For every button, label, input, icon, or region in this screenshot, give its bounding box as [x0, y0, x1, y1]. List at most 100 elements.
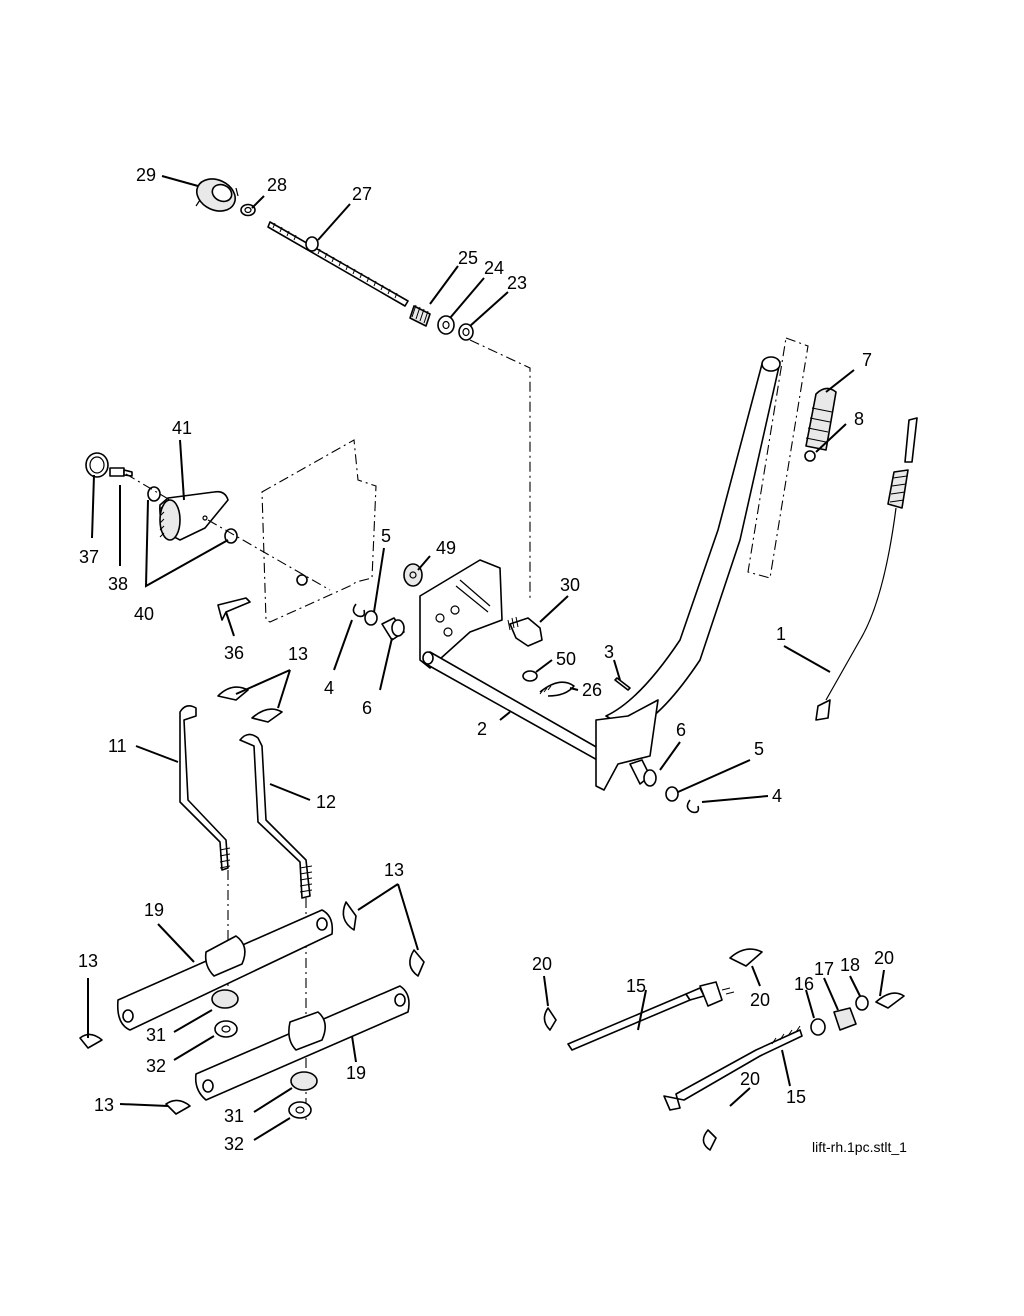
callout-13-top: 13	[288, 644, 308, 664]
callout-15-lower: 15	[786, 1087, 806, 1107]
part-18-nut	[855, 995, 869, 1011]
part-30-swivel	[507, 616, 543, 647]
part-13-clip-right-lower	[409, 949, 425, 977]
callout-4-right: 4	[772, 786, 782, 806]
callout-19-lower: 19	[346, 1063, 366, 1083]
part-32-nut-upper	[214, 1020, 238, 1038]
part-1-cable	[815, 417, 918, 721]
part-20-clip-lower	[702, 1129, 717, 1151]
part-20-clip-upper-mid	[729, 948, 763, 967]
part-19-link-lower	[194, 985, 410, 1101]
callout-2: 2	[477, 719, 487, 739]
callout-6-left: 6	[362, 698, 372, 718]
callout-20-right: 20	[874, 948, 894, 968]
callout-18: 18	[840, 955, 860, 975]
callout-25: 25	[458, 248, 478, 268]
part-5-washer-left	[364, 610, 378, 626]
callout-38: 38	[108, 574, 128, 594]
callout-4-left: 4	[324, 678, 334, 698]
part-lift-lever	[595, 356, 781, 791]
callout-32-upper: 32	[146, 1056, 166, 1076]
part-23-nut	[458, 323, 474, 341]
callout-27: 27	[352, 184, 372, 204]
callout-11: 11	[108, 736, 127, 756]
part-19-link-upper	[116, 909, 334, 1031]
part-31-bushing-upper	[211, 989, 239, 1009]
part-40-washer-upper	[147, 486, 161, 502]
callout-7: 7	[862, 350, 872, 370]
callout-29: 29	[136, 165, 156, 185]
part-20-clip-upper-left	[543, 1007, 557, 1031]
part-27-threaded-rod	[267, 221, 409, 307]
part-13-clip-right	[342, 901, 357, 931]
part-16-nut	[810, 1018, 826, 1036]
callout-24: 24	[484, 258, 504, 278]
callout-5-right: 5	[754, 739, 764, 759]
part-31-bushing-lower	[290, 1071, 318, 1091]
part-25-spring	[409, 304, 431, 327]
part-4-clip-left	[352, 603, 366, 618]
callout-41: 41	[172, 418, 192, 438]
callout-30: 30	[560, 575, 580, 595]
callout-5-left: 5	[381, 526, 391, 546]
part-36-clip	[217, 597, 251, 621]
part-37-ring	[85, 452, 109, 478]
part-15-rod-lower	[663, 1025, 803, 1111]
part-32-nut-lower	[288, 1101, 312, 1119]
figure-caption: lift-rh.1pc.stlt_1	[812, 1139, 907, 1155]
callout-20-left: 20	[532, 954, 552, 974]
callout-23: 23	[507, 273, 527, 293]
part-29-knob	[195, 178, 239, 212]
part-6-bushing-left	[381, 617, 405, 641]
callout-31-upper: 31	[146, 1025, 166, 1045]
part-40-washer-lower	[224, 528, 238, 544]
callout-19-upper: 19	[144, 900, 164, 920]
callout-12: 12	[316, 792, 336, 812]
leader-lines	[87, 175, 885, 1141]
callout-28: 28	[267, 175, 287, 195]
callout-labels: 29 28 27 25 24 23 7 8 41 37 38 40 36 5 4…	[78, 165, 894, 1154]
part-13-clip-left	[79, 1033, 103, 1049]
part-13-clip-upper	[217, 686, 283, 723]
callout-1: 1	[776, 624, 786, 644]
part-2-lift-shaft	[419, 559, 613, 767]
callout-49: 49	[436, 538, 456, 558]
callout-3: 3	[604, 642, 614, 662]
callout-40: 40	[134, 604, 154, 624]
callout-37: 37	[79, 547, 99, 567]
part-12-lift-link	[239, 733, 313, 899]
callout-13-right: 13	[384, 860, 404, 880]
callout-13-bottom: 13	[94, 1095, 114, 1115]
callout-17: 17	[814, 959, 834, 979]
part-26-hairpin	[539, 681, 575, 697]
callout-15-upper: 15	[626, 976, 646, 996]
callout-16: 16	[794, 974, 814, 994]
part-5-washer-right	[665, 786, 679, 802]
callout-26: 26	[582, 680, 602, 700]
part-4-clip-right	[686, 799, 700, 814]
callout-20-bottom: 20	[740, 1069, 760, 1089]
part-3-pin	[614, 677, 631, 691]
callout-32-lower: 32	[224, 1134, 244, 1154]
part-24-washer	[437, 315, 455, 335]
part-6-bushing-right	[629, 759, 657, 787]
callout-20-mid: 20	[750, 990, 770, 1010]
part-50-washer	[522, 670, 538, 682]
part-8-ferrule	[804, 450, 816, 462]
callout-8: 8	[854, 409, 864, 429]
part-13-clip-bottom	[165, 1099, 191, 1115]
part-20-clip-right	[875, 992, 905, 1009]
part-41-knob-bracket	[159, 490, 229, 541]
part-7-grip	[805, 387, 837, 451]
callout-31-lower: 31	[224, 1106, 244, 1126]
callout-6-right: 6	[676, 720, 686, 740]
part-17-block	[833, 1007, 857, 1031]
callout-13-left: 13	[78, 951, 98, 971]
grip-phantom	[747, 337, 809, 579]
frame-plate	[261, 439, 377, 623]
part-15-rod-upper	[567, 981, 735, 1051]
callout-50: 50	[556, 649, 576, 669]
part-38-bolt	[109, 467, 133, 477]
part-11-lift-link	[179, 704, 231, 871]
